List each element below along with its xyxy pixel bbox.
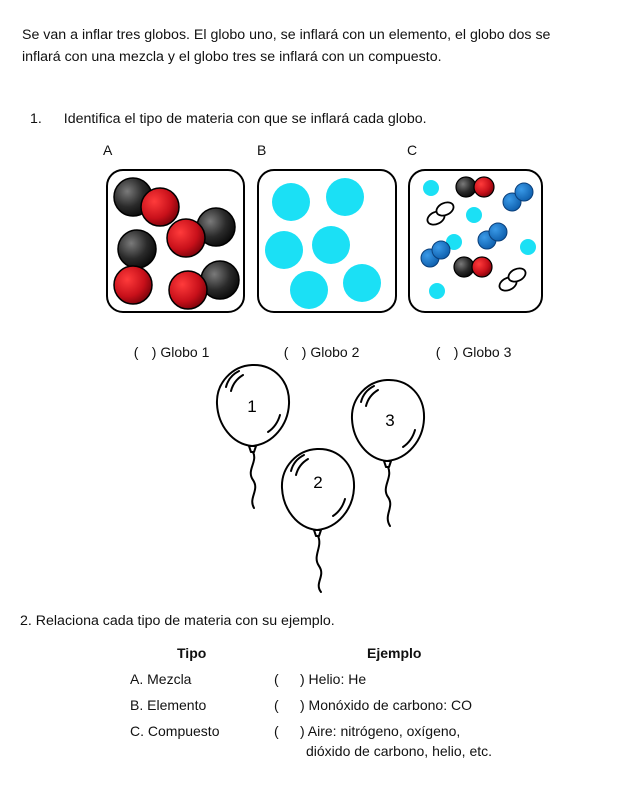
box-label-a: A	[103, 142, 113, 158]
row-3-ejemplo-cont: dióxido de carbono, helio, etc.	[306, 743, 493, 759]
option-globo-1-label: ) Globo 1	[151, 344, 210, 360]
row-3-ejemplo: ) Aire: nitrógeno, oxígeno,	[300, 723, 461, 739]
option-globo-2-paren[interactable]: (	[283, 344, 289, 360]
box-a-molecules	[113, 177, 240, 310]
option-globo-3-label: ) Globo 3	[453, 344, 512, 360]
balloon-3-number: 3	[385, 411, 394, 430]
option-globo-2: ( ) Globo 2	[276, 328, 360, 360]
question-2: 2. Relaciona cada tipo de materia con su…	[20, 613, 335, 629]
option-globo-1-paren[interactable]: (	[133, 344, 139, 360]
option-globo-3: ( ) Globo 3	[428, 328, 512, 360]
row-2-tipo: B. Elemento	[130, 697, 207, 713]
question-1: 1. Identifica el tipo de materia con que…	[30, 108, 427, 130]
box-b-atoms	[265, 178, 381, 309]
intro-paragraph: Se van a inflar tres globos. El globo un…	[22, 24, 618, 68]
header-ejemplo: Ejemplo	[367, 645, 422, 661]
row-2-paren[interactable]: (	[274, 697, 279, 713]
intro-line-2: inflará con una mezcla y el globo tres s…	[22, 49, 442, 65]
row-1-paren[interactable]: (	[274, 671, 279, 687]
option-globo-2-label: ) Globo 2	[301, 344, 360, 360]
box-c-particles	[420, 176, 536, 299]
box-b	[257, 169, 397, 313]
option-globo-1: ( ) Globo 1	[126, 328, 210, 360]
intro-line-1: Se van a inflar tres globos. El globo un…	[22, 27, 551, 43]
question-1-text: Identifica el tipo de materia con que se…	[63, 111, 427, 127]
balloons-illustration: 1 2 3	[215, 363, 426, 593]
row-3-tipo: C. Compuesto	[130, 723, 220, 739]
option-globo-3-paren[interactable]: (	[435, 344, 441, 360]
balloon-2-number: 2	[313, 473, 322, 492]
balloon-3	[350, 378, 426, 527]
balloon-1-number: 1	[247, 397, 256, 416]
box-label-c: C	[407, 142, 418, 158]
box-c	[408, 169, 543, 313]
particle-boxes	[106, 169, 543, 313]
row-2-ejemplo: ) Monóxido de carbono: CO	[300, 697, 472, 713]
balloon-2	[280, 447, 356, 593]
question-1-number: 1.	[30, 111, 42, 127]
row-1-ejemplo: ) Helio: He	[300, 671, 367, 687]
box-a	[106, 169, 245, 313]
header-tipo: Tipo	[177, 645, 207, 661]
box-label-b: B	[257, 142, 267, 158]
row-3-paren[interactable]: (	[274, 723, 279, 739]
row-1-tipo: A. Mezcla	[130, 671, 192, 687]
balloon-1	[215, 363, 291, 509]
